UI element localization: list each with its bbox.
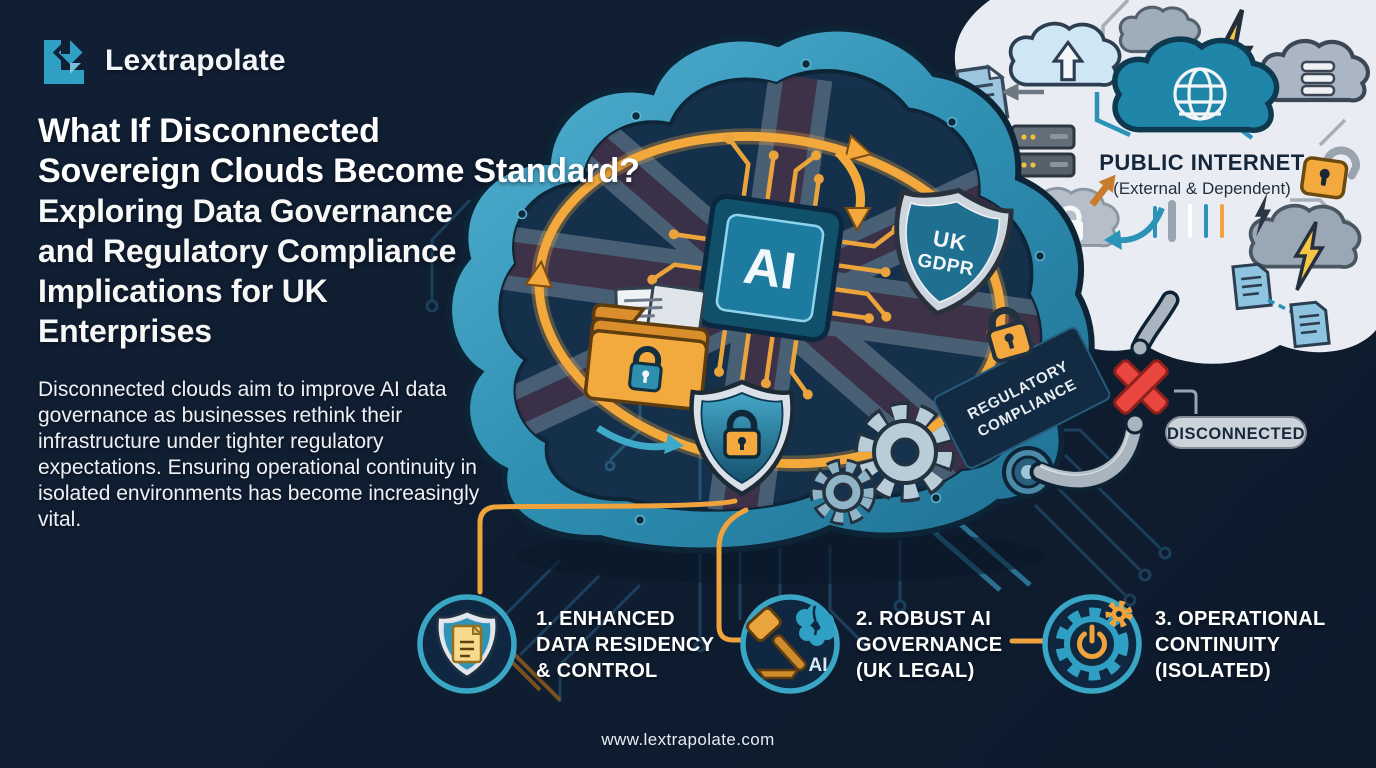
benefit-connectors	[477, 498, 1046, 644]
internet-globe-cloud-icon	[1115, 39, 1277, 130]
headline-line: Enterprises	[38, 313, 212, 349]
brand-logo: Lextrapolate	[36, 34, 286, 88]
benefit-2-line1: 2. ROBUST AI	[856, 608, 992, 630]
public-internet-title: PUBLIC INTERNET	[1099, 150, 1305, 175]
gear-power-icon	[1055, 607, 1129, 681]
gavel-icon	[746, 606, 807, 680]
benefit-2-line3: (UK LEGAL)	[856, 660, 975, 682]
sovereign-cloud: AI	[449, 29, 1111, 552]
server-rack-icon	[1010, 124, 1076, 178]
benefit-1-line2: DATA RESIDENCY	[536, 634, 715, 656]
headline-line: Exploring Data Governance	[38, 193, 453, 229]
headline-line: and Regulatory Compliance	[38, 233, 457, 269]
small-gear-icon	[1105, 600, 1133, 628]
security-shield-icon	[692, 382, 793, 494]
shield-document-icon	[451, 623, 484, 664]
headline-line: Implications for UK	[38, 273, 328, 309]
open-padlock-icon	[1300, 146, 1360, 200]
headline-line: What If Disconnected	[38, 112, 380, 150]
ai-chip: AI	[647, 134, 902, 400]
regulatory-compliance-panel: REGULATORY COMPLIANCE	[933, 327, 1111, 469]
orange-arrow-icon	[1089, 174, 1116, 207]
disconnected-cable	[1029, 290, 1180, 492]
lextrapolate-logo-icon	[44, 34, 89, 84]
benefit-2-icon: AI	[740, 594, 840, 694]
website-url: www.lextrapolate.com	[601, 730, 775, 749]
storm-cloud-icon	[1248, 203, 1362, 291]
secure-folder-icon	[583, 282, 710, 411]
brand-name: Lextrapolate	[105, 44, 286, 77]
ai-chip-label: AI	[740, 237, 800, 302]
small-bolt-icon	[1254, 192, 1271, 237]
benefit-2-icon-label: AI	[809, 655, 828, 676]
headline: What If Disconnected Sovereign Clouds Be…	[38, 111, 718, 351]
disconnected-badge-label: DISCONNECTED	[1167, 425, 1305, 443]
intro-paragraph: Disconnected clouds aim to improve AI da…	[38, 378, 480, 531]
uk-gdpr-badge: UK GDPR	[882, 181, 1015, 324]
brain-icon	[796, 604, 835, 646]
file-pair-icon	[1231, 262, 1331, 349]
public-internet-subtitle: (External & Dependent)	[1113, 179, 1291, 198]
benefit-1-line1: 1. ENHANCED	[536, 608, 675, 630]
benefit-3-label: 3. OPERATIONAL CONTINUITY (ISOLATED)	[1155, 606, 1326, 684]
compliance-padlock-icon	[986, 306, 1034, 363]
badge-connector	[1174, 389, 1198, 414]
database-cloud-icon	[1262, 41, 1368, 100]
loop-inner-arrow	[596, 148, 872, 454]
benefit-3-line2: CONTINUITY	[1155, 634, 1281, 656]
benefit-1-label: 1. ENHANCED DATA RESIDENCY & CONTROL	[536, 606, 714, 684]
disconnect-x-icon	[1113, 359, 1169, 415]
arrow-left-icon	[1000, 83, 1044, 101]
gdpr-badge-line1: UK	[931, 225, 969, 255]
chip-traces	[650, 137, 898, 396]
benefit-3-line3: (ISOLATED)	[1155, 660, 1271, 682]
gears-icon	[809, 401, 956, 526]
curved-arrow-icon	[1104, 206, 1165, 250]
dependency-bars	[1153, 200, 1224, 242]
benefit-1-icon	[417, 594, 517, 694]
benefit-3-icon	[1042, 594, 1142, 694]
disconnected-badge: DISCONNECTED	[1165, 416, 1307, 449]
benefit-2-label: 2. ROBUST AI GOVERNANCE (UK LEGAL)	[856, 606, 1002, 684]
benefit-2-line2: GOVERNANCE	[856, 634, 1003, 656]
headline-line: Sovereign Clouds Become Standard?	[38, 152, 640, 190]
upload-cloud-icon	[1008, 21, 1122, 87]
benefit-1-line3: & CONTROL	[536, 660, 658, 682]
benefit-3-line1: 3. OPERATIONAL	[1155, 608, 1326, 630]
